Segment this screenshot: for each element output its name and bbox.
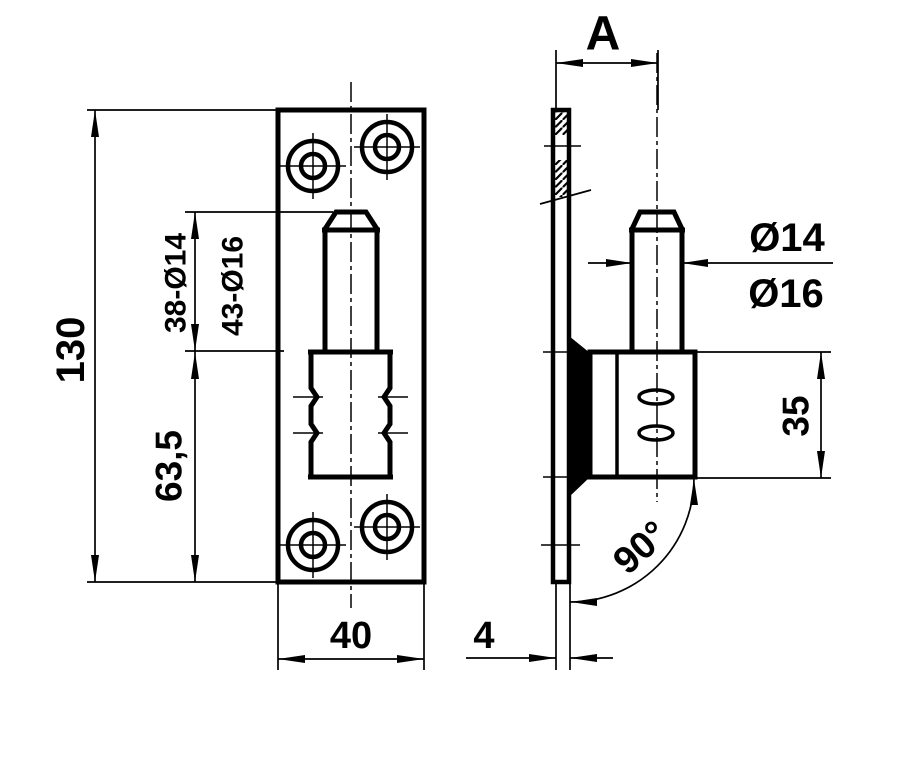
- dim-130-label: 130: [49, 317, 93, 384]
- dim-A-label: A: [586, 8, 621, 61]
- mounting-hole-bottom-right: [354, 494, 420, 560]
- weld-bead: [569, 336, 590, 497]
- sleeve-front: [293, 349, 408, 480]
- dim-35-label: 35: [776, 395, 817, 436]
- dim-diameters: Ø14 Ø16: [588, 216, 833, 316]
- dim-pin-variant2-label: 43-Ø16: [217, 236, 250, 336]
- plate-hatch-upper: [555, 112, 567, 135]
- dim-40: 40: [277, 584, 425, 670]
- mounting-hole-top-right: [354, 114, 420, 180]
- mounting-hole-top-left: [280, 133, 346, 199]
- side-view: A Ø14 Ø16 35 90°: [466, 8, 833, 670]
- dim-90deg: 90°: [569, 477, 698, 606]
- dim-dia14-label: Ø14: [749, 216, 825, 260]
- dim-pin-variant1-label: 38-Ø14: [160, 233, 193, 333]
- mounting-hole-bottom-left: [280, 512, 346, 578]
- slot-lower: [637, 424, 675, 442]
- dim-63-5-label: 63,5: [149, 430, 190, 502]
- plate-hatch-lower: [555, 160, 567, 197]
- pin-front: [322, 209, 380, 352]
- break-line: [539, 189, 592, 205]
- dim-63-5: 63,5: [149, 351, 199, 582]
- dim-4: 4: [466, 584, 613, 670]
- dim-A: A: [555, 8, 659, 110]
- slot-upper: [637, 388, 675, 406]
- dim-pin-variants: 38-Ø14 43-Ø16: [160, 211, 333, 352]
- dim-130: 130: [49, 109, 278, 583]
- front-view: 130 38-Ø14 43-Ø16 63,5 40: [49, 82, 427, 670]
- dim-4-label: 4: [473, 615, 494, 657]
- dim-35: 35: [697, 351, 831, 479]
- sleeve-side: [587, 349, 698, 480]
- dim-90deg-label: 90°: [606, 513, 677, 583]
- dim-40-label: 40: [330, 615, 372, 657]
- dim-dia16-label: Ø16: [748, 272, 824, 316]
